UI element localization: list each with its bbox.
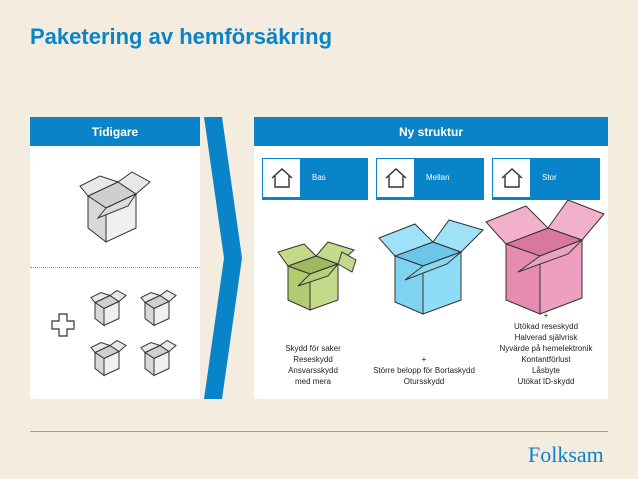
small-box-illustration (90, 339, 127, 377)
after-header-label: Ny struktur (398, 124, 463, 139)
tier-label: Bas (312, 173, 326, 182)
list-item: Otursskydd (403, 377, 445, 386)
list-item: Större belopp för Bortaskydd (373, 366, 475, 375)
mellan-box-illustration (378, 219, 484, 315)
list-item: Reseskydd (293, 355, 333, 364)
list-item: Ansvarsskydd (288, 366, 338, 375)
list-item: + (421, 355, 427, 364)
brand-logo: Folksam (528, 442, 604, 467)
house-icon (493, 159, 530, 197)
single-box-illustration (79, 171, 151, 244)
after-header: Ny struktur (254, 117, 608, 146)
house-icon (263, 159, 300, 197)
list-item: + (543, 311, 549, 320)
house-icon (377, 159, 414, 197)
tier-label: Stor (542, 173, 557, 182)
list-item: med mera (294, 377, 331, 386)
bas-description: Skydd för saker Reseskydd Ansvarsskydd m… (268, 343, 358, 387)
stor-box-illustration (485, 199, 605, 315)
small-box-illustration (140, 339, 177, 377)
tier-bas: Bas (262, 158, 368, 200)
list-item: Utökat ID-skydd (517, 377, 575, 386)
list-item: Kontantförlust (521, 355, 571, 364)
divider (30, 267, 200, 268)
before-header: Tidigare (30, 117, 200, 146)
list-item: Skydd för saker (285, 344, 341, 353)
small-box-illustration (140, 289, 177, 327)
list-item: Låsbyte (531, 366, 561, 375)
tier-label: Mellan (426, 173, 450, 182)
list-item: Halverad självrisk (514, 333, 578, 342)
page-title: Paketering av hemförsäkring (30, 24, 333, 49)
bas-box-illustration (277, 241, 357, 311)
list-item: Utökad reseskydd (513, 322, 579, 331)
plus-icon (51, 313, 75, 337)
arrow-chevron-icon (204, 117, 242, 399)
list-item: Nyvärde på hemelektronik (499, 344, 593, 353)
stor-description: + Utökad reseskydd Halverad självrisk Ny… (490, 310, 602, 387)
before-panel (30, 146, 200, 399)
mellan-description: + Större belopp för Bortaskydd Otursskyd… (366, 354, 482, 387)
tier-stor: Stor (492, 158, 600, 200)
footer-rule (30, 431, 608, 432)
small-box-illustration (90, 289, 127, 327)
tier-mellan: Mellan (376, 158, 484, 200)
before-header-label: Tidigare (91, 124, 139, 139)
